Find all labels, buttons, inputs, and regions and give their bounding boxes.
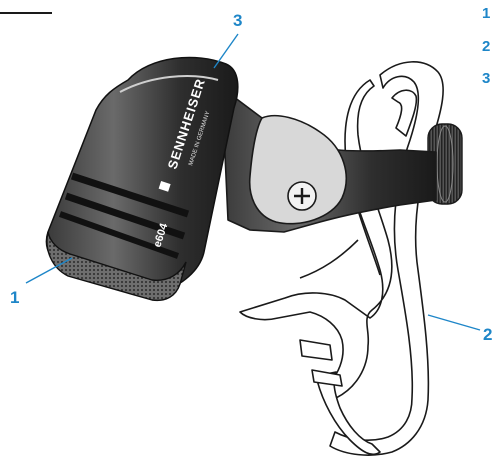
callout-2: 2 xyxy=(483,325,493,344)
leader-line-3 xyxy=(213,33,239,69)
legend-item-2: 2 xyxy=(482,38,491,55)
leader-line-2 xyxy=(427,314,481,331)
legend-item-3: 3 xyxy=(482,70,491,87)
microphone-body xyxy=(45,56,239,302)
header-rule xyxy=(0,12,52,14)
brand-mark-icon xyxy=(158,181,171,192)
leader-line-1 xyxy=(25,257,73,284)
pivot-bracket xyxy=(221,87,437,233)
legend-item-1: 1 xyxy=(482,5,491,22)
callout-3: 3 xyxy=(233,11,243,30)
callout-1: 1 xyxy=(10,288,20,307)
leader-lines xyxy=(25,33,481,331)
